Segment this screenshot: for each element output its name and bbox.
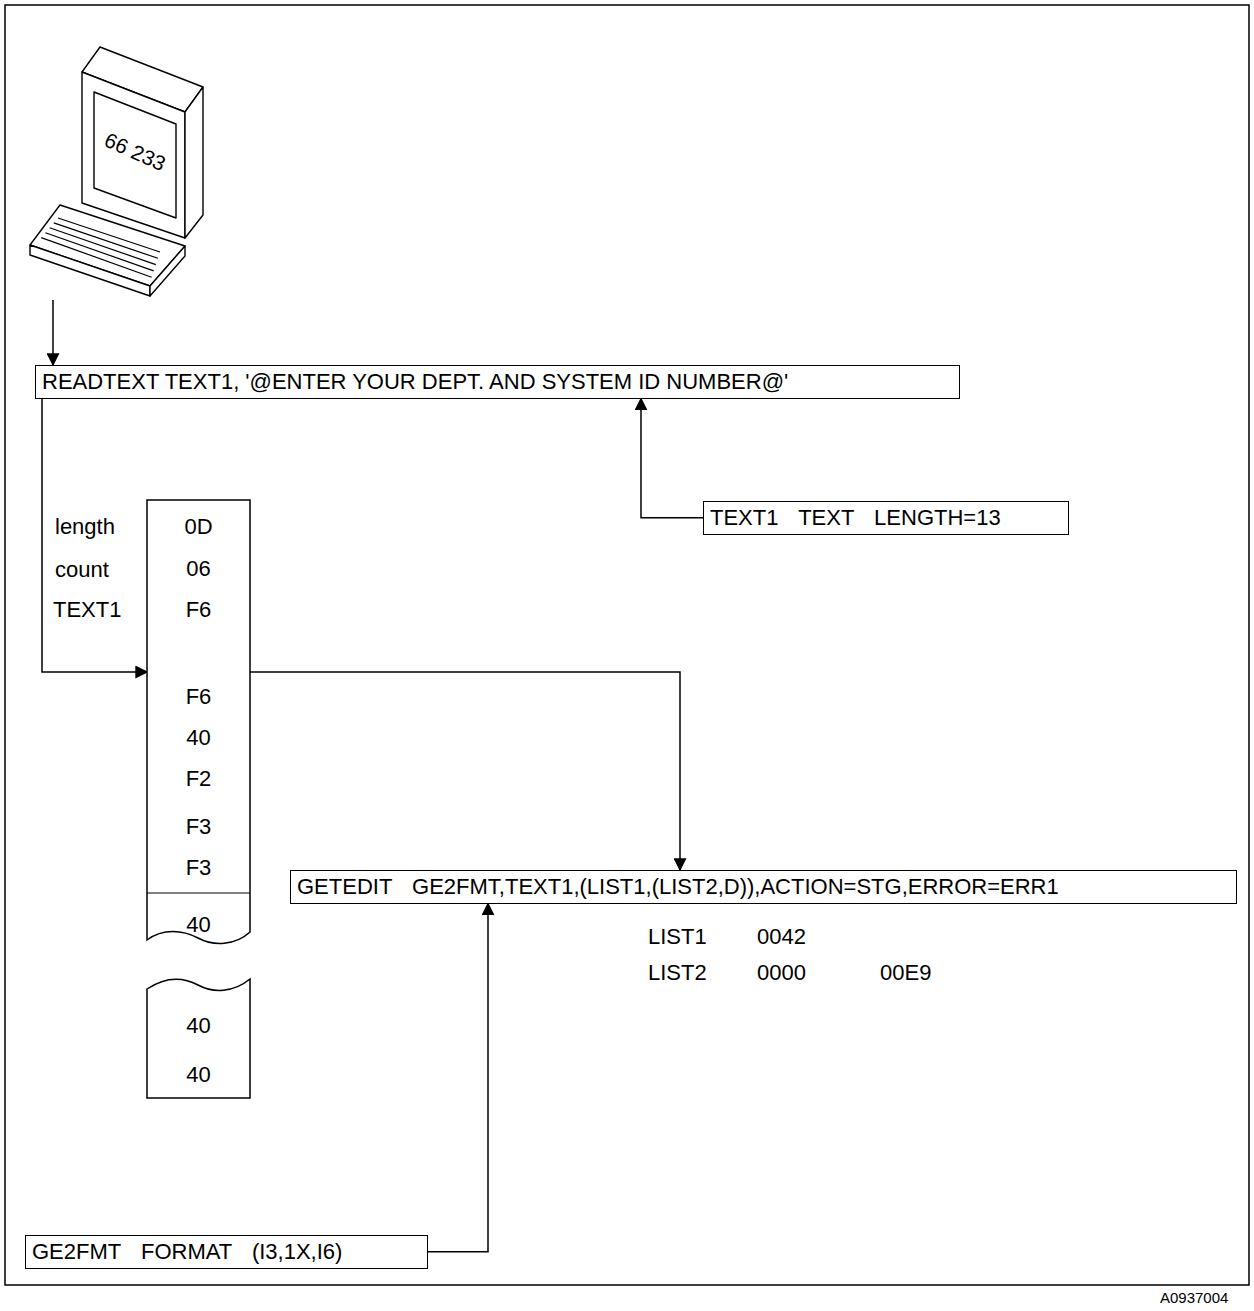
keyboard-row — [45, 233, 153, 271]
hex-byte: F3 — [147, 816, 250, 838]
column-outline-path — [147, 500, 250, 943]
statement-text: GETEDIT GE2FMT,TEXT1,(LIST1,(LIST2,D)),A… — [297, 873, 1230, 901]
hex-byte: F3 — [147, 857, 250, 879]
statement-box: TEXT1 TEXT LENGTH=13 — [703, 501, 1069, 535]
flow-arrow — [428, 904, 488, 1252]
field-label: length — [55, 516, 115, 538]
terminal-node: 66 233 — [25, 40, 210, 300]
keyboard-row — [41, 238, 151, 278]
field-label: TEXT1 — [53, 599, 121, 621]
flow-arrow — [52, 300, 54, 365]
statement-text: TEXT1 TEXT LENGTH=13 — [710, 504, 1062, 532]
flow-arrow — [250, 672, 680, 870]
hex-byte: F2 — [147, 768, 250, 790]
hex-value: 0000 — [757, 962, 806, 984]
statement-text: GE2FMT FORMAT (I3,1X,I6) — [32, 1238, 421, 1266]
storage-column: 0D06F6F640F2F3F340 — [147, 500, 250, 945]
hex-byte: F6 — [147, 686, 250, 708]
flow-arrow — [42, 399, 147, 673]
terminal-part — [185, 87, 203, 238]
statement-text: READTEXT TEXT1, '@ENTER YOUR DEPT. AND S… — [42, 368, 953, 396]
terminal-part — [150, 246, 185, 296]
variable-name: LIST1 — [648, 926, 707, 948]
statement-box: GE2FMT FORMAT (I3,1X,I6) — [25, 1235, 428, 1269]
hex-value: 00E9 — [880, 962, 931, 984]
field-separator — [147, 892, 250, 893]
hex-byte: 40 — [147, 727, 250, 749]
frame-border — [5, 5, 1249, 1285]
hex-byte: F6 — [147, 599, 250, 621]
hex-byte: 40 — [147, 914, 250, 936]
hex-value: 0042 — [757, 926, 806, 948]
variable-name: LIST2 — [648, 962, 707, 984]
statement-box: GETEDIT GE2FMT,TEXT1,(LIST1,(LIST2,D)),A… — [290, 870, 1237, 904]
field-label: count — [55, 559, 109, 581]
keyboard-row — [58, 218, 160, 252]
terminal-part — [82, 72, 185, 238]
hex-byte: 0D — [147, 516, 250, 538]
figure-id: A0937004 — [1160, 1290, 1228, 1305]
hex-byte: 40 — [147, 1064, 250, 1086]
statement-box: READTEXT TEXT1, '@ENTER YOUR DEPT. AND S… — [35, 365, 960, 399]
flow-arrow — [641, 399, 703, 518]
terminal-illustration — [25, 40, 210, 300]
storage-column: 40 40 — [147, 975, 250, 1098]
hex-byte: 40 — [147, 1015, 250, 1037]
column-outline-path — [147, 979, 250, 1098]
terminal-part — [94, 92, 176, 218]
hex-byte: 06 — [147, 558, 250, 580]
